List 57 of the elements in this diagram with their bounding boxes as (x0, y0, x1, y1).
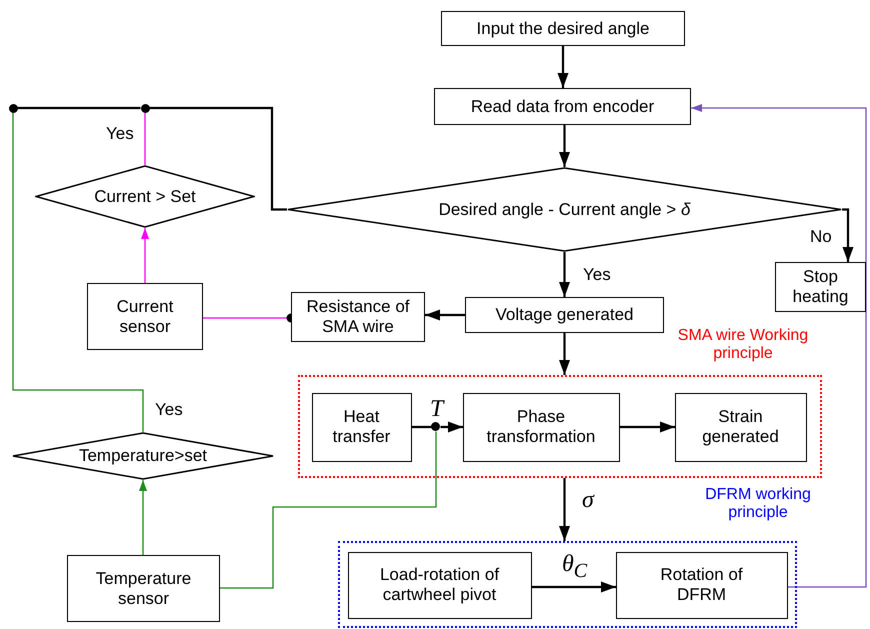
connector-arrow (425, 310, 465, 320)
group-heading: DFRM working principle (704, 486, 812, 523)
connector-arrow (558, 46, 568, 88)
connector-line (12, 112, 144, 432)
junction-dot (140, 104, 150, 112)
node-label: Current > Set (94, 186, 196, 206)
decision-diamond (12, 432, 274, 480)
connector-arrow (559, 125, 570, 167)
connector-line (144, 112, 146, 165)
edge-label: θ$_{C}$ (561, 552, 588, 581)
connector-arrow (559, 478, 570, 541)
connector-arrow (559, 252, 570, 297)
node-label: Resistance of SMA wire (306, 297, 410, 337)
edge-label: σ (581, 488, 596, 512)
process-box (291, 292, 425, 342)
connector-line (412, 426, 432, 428)
node-label: Heat transfer (332, 407, 392, 447)
junction-dot (8, 104, 18, 112)
node-label: Phase transformation (486, 407, 596, 447)
node-label: Voltage generated (495, 305, 634, 325)
connector-line (220, 432, 437, 589)
node-label: Input the desired angle (476, 18, 650, 38)
connector-arrow (691, 104, 867, 588)
node-label: Rotation of DFRM (659, 565, 744, 605)
process-box (87, 283, 203, 350)
connector-arrow (440, 422, 463, 432)
connector-arrow (141, 228, 149, 283)
decision-diamond (287, 167, 842, 252)
process-box (616, 552, 788, 618)
process-box (312, 392, 412, 462)
group-heading: SMA wire Working principle (676, 327, 810, 364)
process-box (462, 392, 620, 462)
process-box (674, 392, 806, 462)
node-label: Temperature sensor (94, 568, 192, 608)
process-box (775, 262, 866, 312)
process-box (434, 88, 691, 125)
edge-label: T (429, 397, 446, 421)
connector-arrow (620, 422, 675, 432)
connector-arrow (532, 582, 616, 592)
node-label: Strain generated (701, 407, 780, 447)
node-label: Read data from encoder (470, 96, 654, 116)
connector-line (18, 106, 140, 110)
process-box (465, 297, 664, 333)
connector-arrow (139, 480, 147, 555)
node-label: Temperature>set (78, 446, 208, 466)
node-label: Stop heating (792, 267, 850, 307)
node-label: Load-rotation of cartwheel pivot (378, 565, 500, 605)
connector-arrow (559, 333, 570, 375)
process-box (67, 555, 220, 622)
process-box (441, 11, 685, 46)
decision-diamond (35, 165, 255, 228)
junction-dot (431, 422, 440, 431)
connector-arrow (842, 208, 854, 262)
connector-line (150, 106, 287, 211)
process-box (348, 552, 532, 618)
node-label: Desired angle - Current angle > δ (438, 200, 690, 220)
node-label: Current sensor (116, 296, 174, 336)
